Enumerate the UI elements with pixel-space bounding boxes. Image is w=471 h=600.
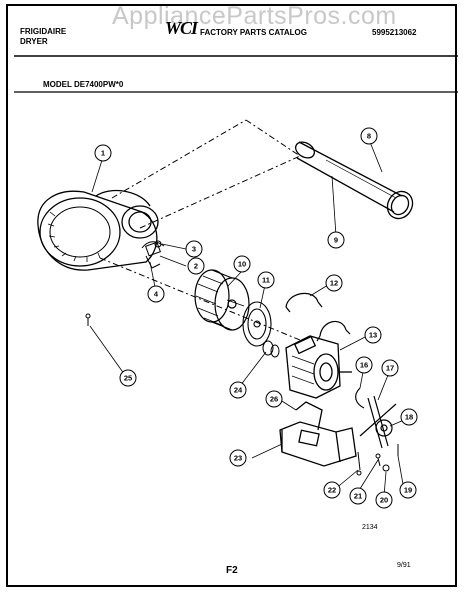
callout-22: 22 [328, 486, 336, 495]
motor-clips [285, 292, 351, 342]
model-number: MODEL DE7400PW*0 [43, 80, 124, 89]
callout-26: 26 [270, 395, 278, 404]
drive-motor [285, 335, 352, 399]
thermostat-hardware [141, 240, 165, 269]
idler-assembly [359, 395, 397, 449]
callout-4: 4 [154, 290, 159, 299]
callout-16: 16 [360, 361, 368, 370]
callout-25: 25 [124, 374, 132, 383]
housing-screw [85, 313, 91, 326]
callout-20: 20 [380, 496, 388, 505]
page-number: F2 [226, 565, 238, 576]
idler-spring [355, 387, 365, 409]
exhaust-duct [295, 141, 414, 220]
washer-set [262, 340, 280, 358]
callout-9: 9 [334, 236, 338, 245]
blower-seal [242, 301, 272, 347]
brand-name: FRIGIDAIRE [20, 27, 67, 36]
callout-13: 13 [369, 331, 377, 340]
callout-19: 19 [404, 486, 412, 495]
callout-2: 2 [194, 262, 198, 271]
watermark: AppliancePartsPros.com [112, 2, 397, 30]
callout-18: 18 [405, 413, 413, 422]
revision-date: 9/91 [397, 562, 411, 569]
callout-23: 23 [234, 454, 242, 463]
drawing-number: 2134 [362, 524, 378, 531]
mounting-fasteners [356, 444, 399, 476]
callout-1: 1 [101, 149, 105, 158]
wci-logo: WCI [165, 18, 198, 38]
callout-12: 12 [330, 279, 338, 288]
page-border [6, 4, 457, 587]
motor-mount-bracket [279, 401, 357, 467]
callout-8: 8 [367, 132, 371, 141]
callout-21: 21 [354, 492, 362, 501]
callout-17: 17 [386, 364, 394, 373]
catalog-number: 5995213062 [372, 28, 417, 37]
appliance-type: DRYER [20, 37, 48, 46]
callout-10: 10 [238, 260, 246, 269]
blower-housing [37, 189, 159, 271]
callout-11: 11 [262, 276, 270, 285]
callout-3: 3 [192, 245, 196, 254]
blower-wheel [194, 269, 250, 331]
callout-24: 24 [234, 386, 243, 395]
catalog-title: FACTORY PARTS CATALOG [200, 28, 307, 37]
